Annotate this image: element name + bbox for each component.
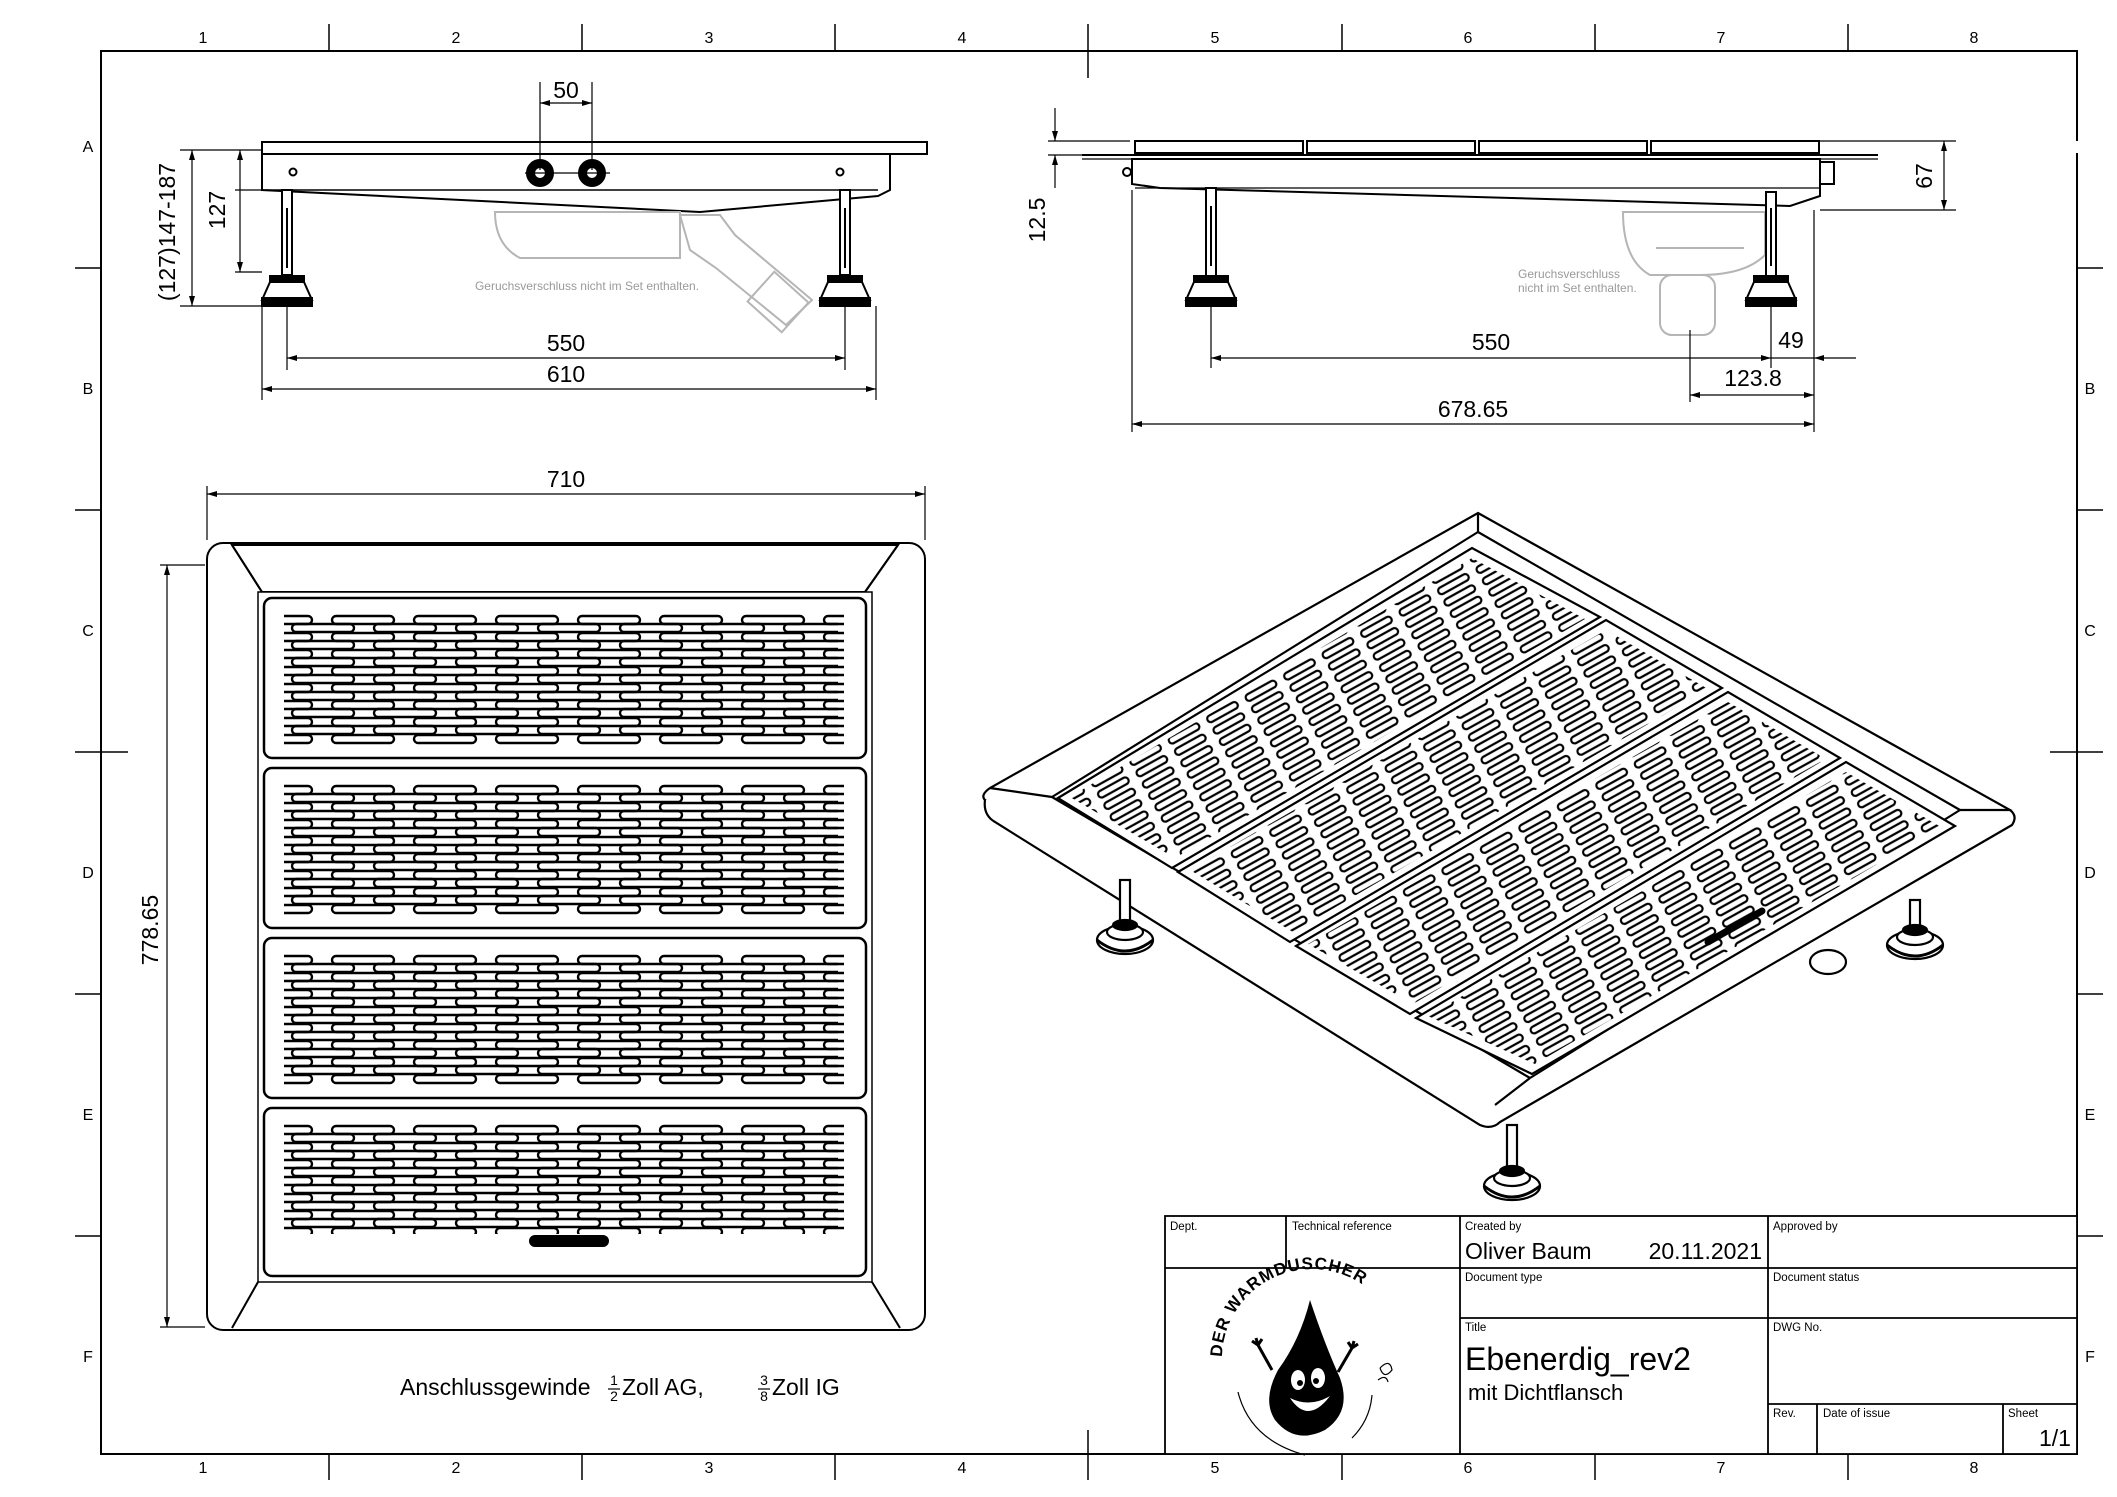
thread-note-prefix: Anschlussgewinde [400,1374,591,1400]
zone-col-6-bottom: 6 [1464,1460,1473,1477]
iso-leg-front [1482,1123,1542,1202]
zone-row-d-right: D [2084,865,2096,882]
tb-doc-type-label: Document type [1465,1272,1542,1284]
dim-side-height: 127 [204,191,230,229]
zone-col-8-top: 8 [1970,30,1979,47]
zone-row-b-left: B [83,381,94,398]
zone-col-5-top: 5 [1211,30,1220,47]
zone-col-1-bottom: 1 [199,1460,208,1477]
siphon-ghost [493,211,814,334]
tb-dept-label: Dept. [1170,1221,1198,1233]
thread-frac2-den: 8 [760,1388,768,1404]
zone-row-e-right: E [2085,1107,2096,1124]
isometric-view [982,511,2016,1202]
zone-row-f-right: F [2085,1349,2095,1366]
tb-created-by-label: Created by [1465,1221,1522,1233]
front-view-dimensions [1048,108,1956,432]
drawing-frame [75,24,2103,1480]
tb-date: 20.11.2021 [1649,1238,1762,1264]
svg-text:Anschlussgewinde: Anschlussgewinde [400,1374,591,1400]
tb-doc-status-label: Document status [1773,1272,1860,1284]
tb-date-issue-label: Date of issue [1823,1408,1890,1420]
front-leg-left [1184,187,1238,307]
title-block-text: Dept. Technical reference Created by Oli… [1170,1221,2071,1451]
dim-connection-spacing: 50 [553,77,579,103]
zone-row-c-right: C [2084,623,2096,640]
zone-col-1-top: 1 [199,30,208,47]
zone-col-2-top: 2 [452,30,461,47]
tb-tech-ref-label: Technical reference [1292,1221,1392,1233]
thread-note: Anschlussgewinde 1 2 Zoll AG, 3 8 Zoll I… [400,1372,840,1404]
zone-col-3-bottom: 3 [705,1460,714,1477]
dim-side-feet-spacing: 550 [547,330,585,356]
front-leg-right [1744,191,1798,307]
zone-row-d-left: D [82,865,94,882]
iso-leg-left [1095,878,1155,956]
zone-row-f-left: F [83,1349,93,1366]
zone-col-2-bottom: 2 [452,1460,461,1477]
front-siphon-ghost [1621,211,1766,336]
dim-front-offset-small: 49 [1778,327,1804,353]
zone-row-c-left: C [82,623,94,640]
tb-sheet-label: Sheet [2008,1408,2039,1420]
zone-col-3-top: 3 [705,30,714,47]
front-view [1082,140,2117,336]
zone-row-a-left: A [83,139,94,156]
tb-title-label: Title [1465,1322,1486,1334]
tb-created-by: Oliver Baum [1465,1238,1592,1264]
side-view [260,141,928,334]
zone-col-7-top: 7 [1717,30,1726,47]
zone-col-6-top: 6 [1464,30,1473,47]
tb-approved-by-label: Approved by [1773,1221,1838,1233]
thread-note-mid: Zoll AG, [622,1374,704,1400]
tb-rev-label: Rev. [1773,1408,1796,1420]
side-view-siphon-note: Geruchsverschluss nicht im Set enthalten… [475,279,699,293]
dim-front-top-thickness: 12.5 [1024,198,1050,243]
zone-col-5-bottom: 5 [1211,1460,1220,1477]
thread-frac1-den: 2 [610,1388,618,1404]
top-view-dimensions [160,486,926,1328]
side-view-dimensions [180,82,877,400]
tb-sheet: 1/1 [2039,1425,2071,1451]
thread-note-suffix: Zoll IG [772,1374,840,1400]
tb-subtitle: mit Dichtflansch [1468,1380,1623,1405]
zone-row-b-right: B [2085,381,2096,398]
top-view [206,542,926,1331]
dim-side-height-range: (127)147-187 [154,163,180,301]
dim-top-length: 778.65 [137,895,163,965]
thread-frac2-num: 3 [760,1372,768,1388]
zone-col-7-bottom: 7 [1717,1460,1726,1477]
dim-front-drain-offset: 123.8 [1724,365,1782,391]
thread-frac1-num: 1 [610,1372,618,1388]
adjustable-leg-right [818,189,872,307]
zone-col-4-bottom: 4 [958,1460,967,1477]
adjustable-leg-left [260,189,314,307]
dim-front-width: 678.65 [1438,396,1508,422]
zone-labels: 1 2 3 4 5 6 7 8 1 2 3 4 5 6 7 8 A B C D … [82,30,2096,1477]
zone-col-8-bottom: 8 [1970,1460,1979,1477]
front-view-siphon-note-2: nicht im Set enthalten. [1518,281,1637,295]
dim-side-width: 610 [547,361,585,387]
front-view-siphon-note-1: Geruchsverschluss [1518,267,1620,281]
zone-col-4-top: 4 [958,30,967,47]
iso-leg-right [1885,898,1945,961]
dim-top-width: 710 [547,466,585,492]
tb-dwg-no-label: DWG No. [1773,1322,1822,1334]
zone-row-e-left: E [83,1107,94,1124]
dim-front-feet-spacing: 550 [1472,329,1510,355]
tb-title: Ebenerdig_rev2 [1465,1341,1691,1377]
dim-front-height: 67 [1911,163,1937,189]
